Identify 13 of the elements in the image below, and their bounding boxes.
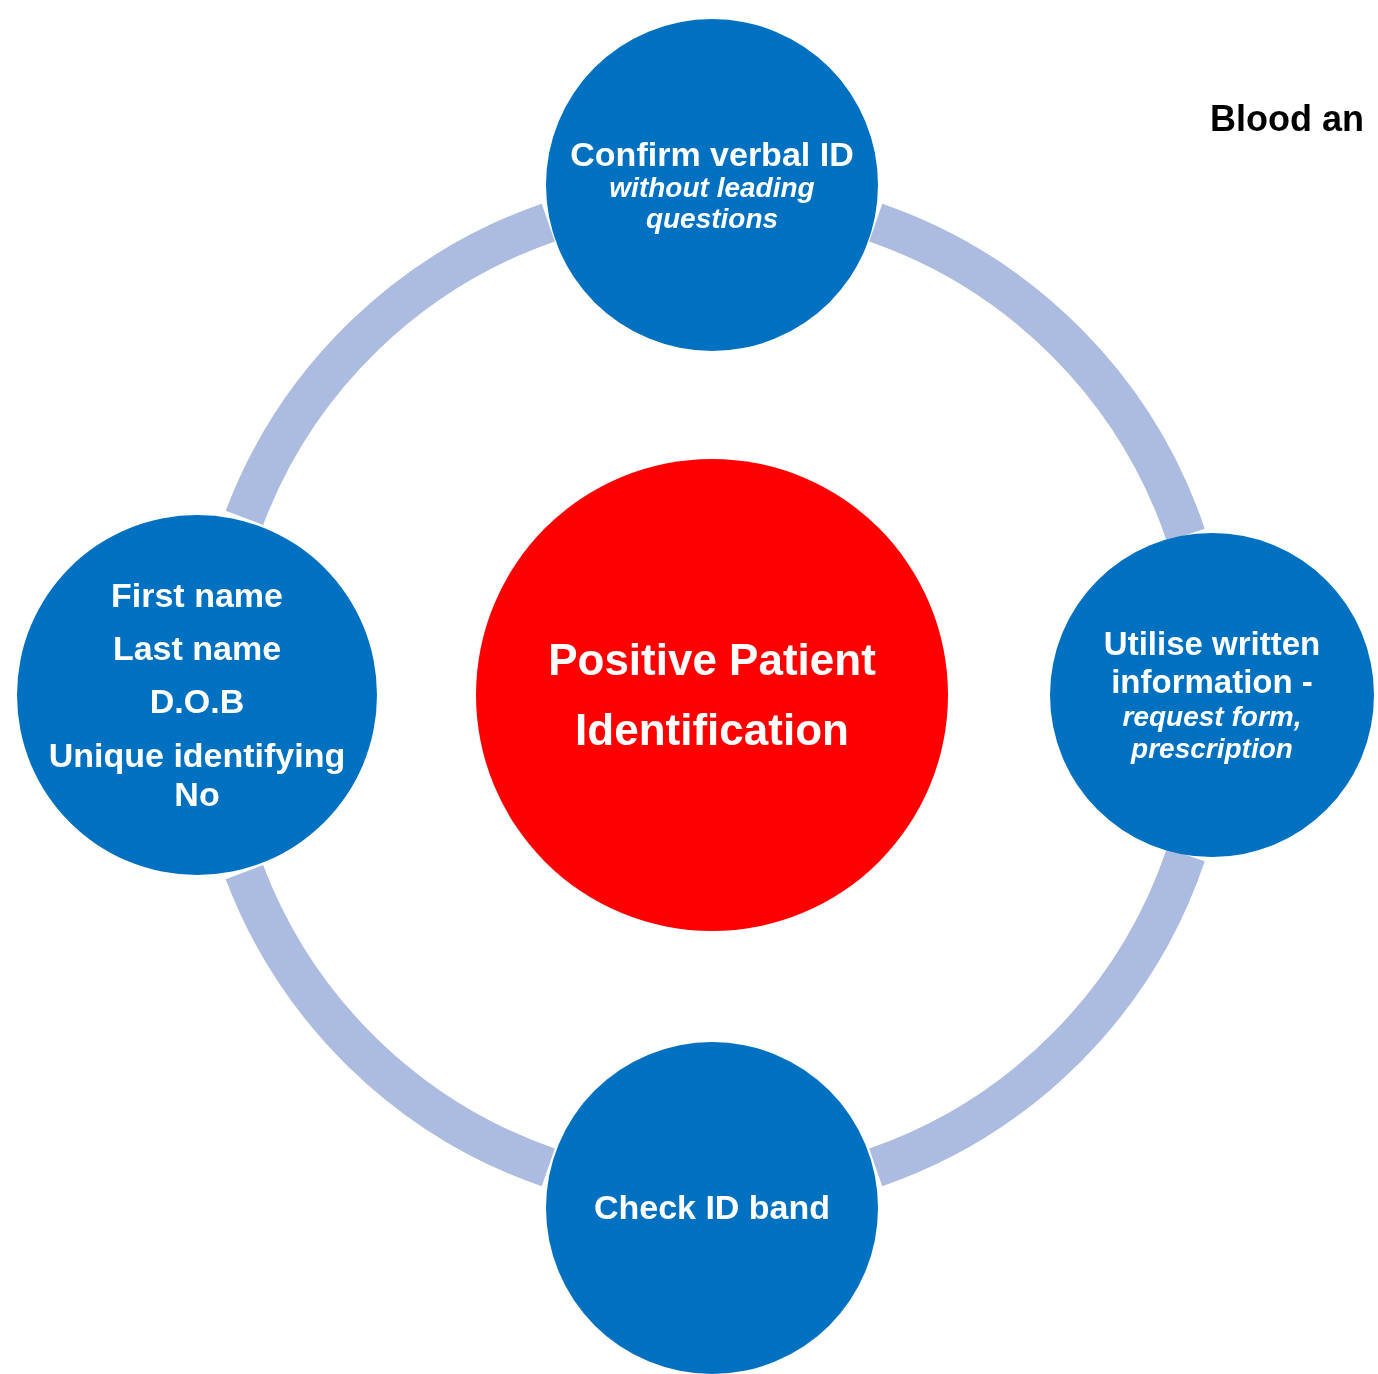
node-text: Last name [112,629,282,669]
ring-arc [226,863,557,1186]
node-text: without leading questions [608,172,816,235]
node-text: Utilise written information - [1102,624,1322,701]
node-text: Positive Patient Identification [547,633,877,756]
node-text: D.O.B [149,682,245,722]
ring-arc [226,204,557,527]
node-text: request form, prescription [1121,700,1303,766]
node-text: Check ID band [593,1188,831,1228]
node-text: Confirm verbal ID [570,135,854,173]
heading-text: Blood an [1210,98,1364,140]
node-text: Unique identifying No [47,735,347,814]
node-text: First name [111,576,283,616]
